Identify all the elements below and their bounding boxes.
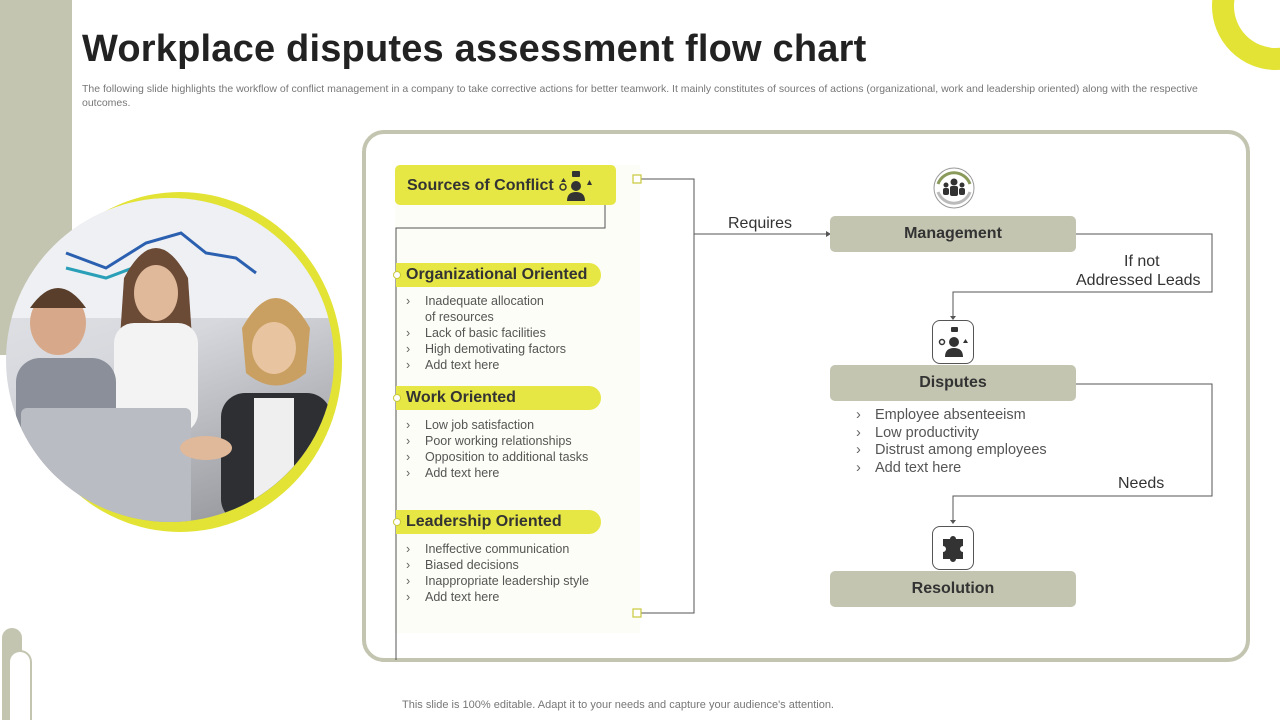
disputes-box: Disputes [830,365,1076,401]
list-item: Add text here [856,460,1047,478]
if-not-label-line2: Addressed Leads [1076,272,1201,289]
list-item: High demotivating factors [406,341,566,357]
organizational-list: Inadequate allocation of resources Lack … [406,293,566,373]
connector-node [632,174,642,184]
dispute-icon [932,320,974,364]
page-subtitle: The following slide highlights the workf… [82,83,1198,109]
list-item: Inappropriate leadership style [406,573,589,589]
bottom-left-decor-outline [8,650,32,720]
list-item: Poor working relationships [406,433,588,449]
category-label: Work Oriented [406,389,516,406]
management-box: Management [830,216,1076,252]
resolution-label: Resolution [911,580,995,597]
connector-node [632,608,642,618]
team-cycle-icon [932,166,975,209]
footer-note: This slide is 100% editable. Adapt it to… [402,699,834,711]
management-label: Management [904,225,1002,242]
list-item: Low job satisfaction [406,417,588,433]
category-leadership: Leadership Oriented [393,510,601,534]
needs-line [952,383,1213,522]
list-item: Opposition to additional tasks [406,449,588,465]
sources-trunk-line [395,187,606,660]
team-photo [6,198,334,522]
category-label: Leadership Oriented [406,513,562,530]
if-not-label-line1: If not [1124,253,1160,270]
list-item: of resources [425,310,494,324]
resolution-box: Resolution [830,571,1076,607]
disputes-list: Employee absenteeism Low productivity Di… [856,407,1047,477]
sources-bracket-line [637,178,695,614]
category-dot [393,518,401,526]
puzzle-icon [932,526,974,570]
list-item: Add text here [406,589,589,605]
list-item: Add text here [406,465,588,481]
category-dot [393,271,401,279]
list-item: Employee absenteeism [856,407,1047,425]
category-label: Organizational Oriented [406,266,588,283]
list-item: Biased decisions [406,557,589,573]
list-item: Ineffective communication [406,541,589,557]
list-item: Low productivity [856,425,1047,443]
work-list: Low job satisfaction Poor working relati… [406,417,588,481]
sources-of-conflict-label: Sources of Conflict [407,177,554,194]
list-item: Lack of basic facilities [406,325,566,341]
requires-label: Requires [728,215,793,232]
category-work: Work Oriented [393,386,601,410]
sources-of-conflict-box: Sources of Conflict [395,165,616,205]
disputes-label: Disputes [919,374,987,391]
if-not-line [952,233,1213,318]
conflict-icon [559,169,593,206]
category-dot [393,394,401,402]
list-item: Add text here [406,357,566,373]
leadership-list: Ineffective communication Biased decisio… [406,541,589,605]
needs-label: Needs [1118,475,1165,492]
category-organizational: Organizational Oriented [393,263,601,287]
page-title: Workplace disputes assessment flow chart [82,28,867,70]
list-item: Inadequate allocation [406,293,566,309]
list-item: Distrust among employees [856,442,1047,460]
